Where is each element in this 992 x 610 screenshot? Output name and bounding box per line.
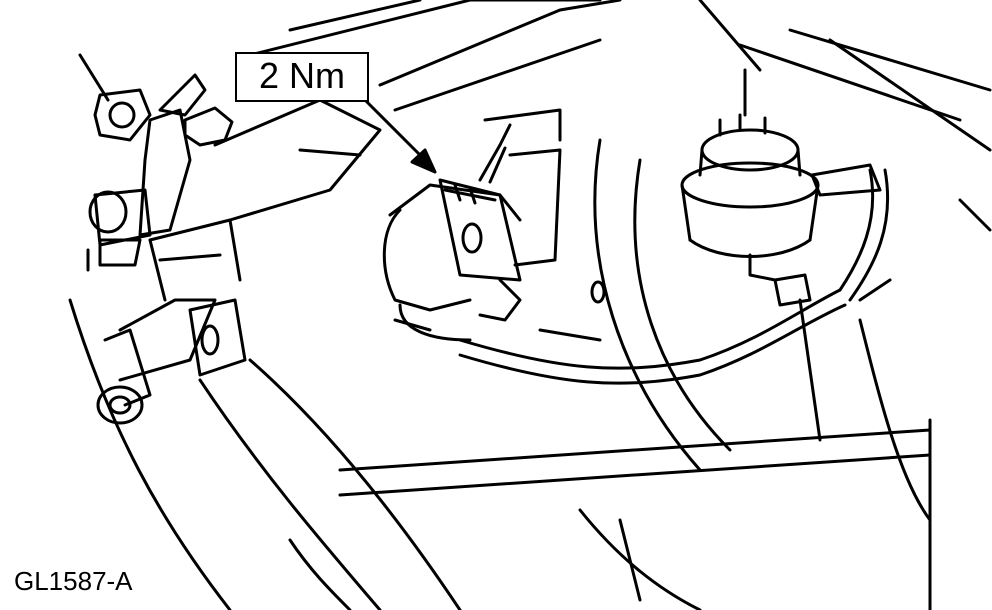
background-panel-lines bbox=[248, 0, 992, 232]
actuator-canister bbox=[680, 68, 882, 282]
steering-shaft bbox=[96, 98, 382, 425]
figure-id-label: GL1587-A bbox=[14, 566, 133, 596]
vacuum-hose bbox=[458, 168, 892, 385]
mounting-bracket bbox=[78, 53, 234, 272]
lower-frame bbox=[68, 138, 932, 610]
vacuum-valve bbox=[382, 108, 562, 342]
torque-leader-arrow bbox=[363, 98, 437, 174]
torque-spec-callout: 2 Nm bbox=[235, 52, 369, 102]
